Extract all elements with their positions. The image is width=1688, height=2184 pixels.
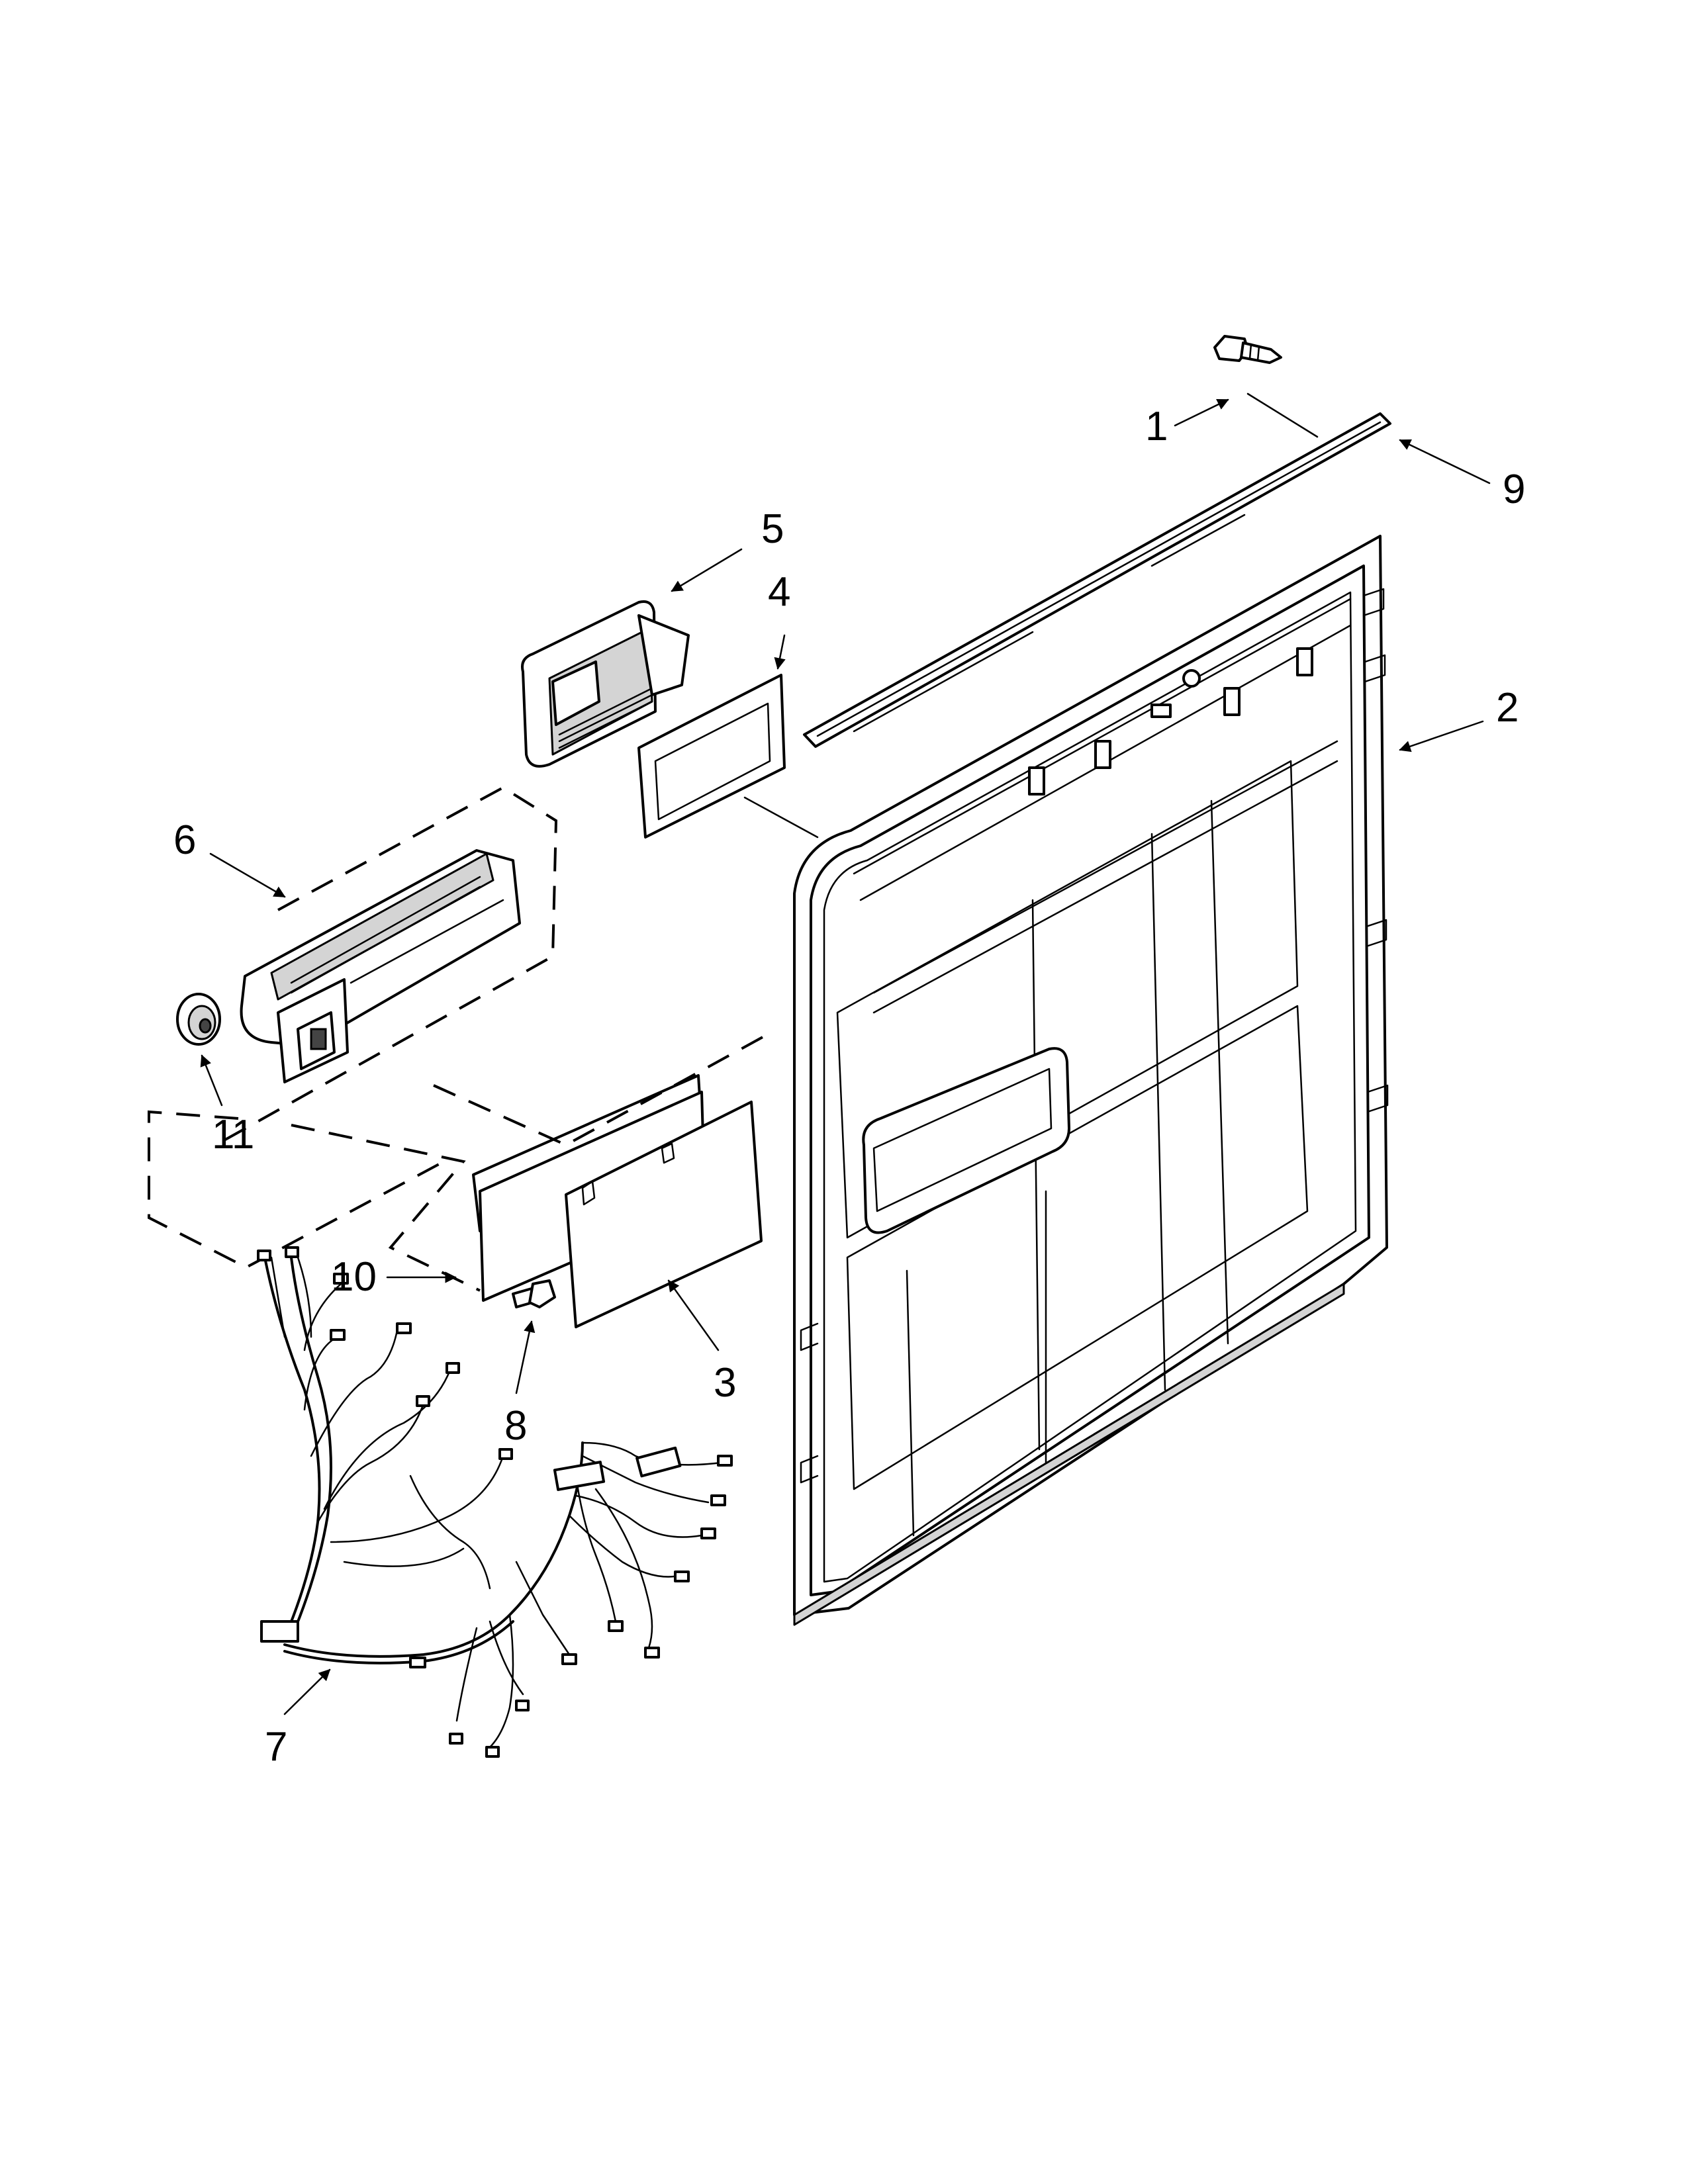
callout-7: 7 — [265, 1668, 331, 1770]
part-7-wire-harness — [257, 1246, 733, 1758]
callout-7-label: 7 — [265, 1724, 287, 1770]
part-9-top-trim-strip — [803, 412, 1391, 748]
callout-9: 9 — [1399, 439, 1525, 512]
callout-4-label: 4 — [768, 569, 790, 615]
callout-4: 4 — [768, 569, 790, 670]
callout-6-label: 6 — [173, 817, 196, 863]
part-3-control-board-and-cover — [472, 1074, 763, 1328]
part-6-control-housing — [148, 786, 558, 1269]
part-2-inner-door-panel — [793, 535, 1389, 1626]
callout-11-label: 11 — [212, 1112, 254, 1158]
callout-5-label: 5 — [761, 506, 784, 552]
callout-6: 6 — [173, 817, 286, 898]
callout-1-label: 1 — [1145, 404, 1168, 449]
part-11-knob — [176, 993, 221, 1046]
callout-11: 11 — [200, 1054, 254, 1158]
callout-8-label: 8 — [504, 1403, 527, 1449]
callout-2: 2 — [1399, 685, 1519, 752]
assembly-leader-lines — [291, 392, 1319, 1292]
part-5-dispenser-housing — [521, 600, 690, 768]
part-1-screw — [1213, 335, 1282, 364]
callout-8: 8 — [504, 1320, 536, 1449]
callout-3-label: 3 — [714, 1360, 736, 1406]
callout-10-label: 10 — [331, 1254, 377, 1300]
callout-9-label: 9 — [1503, 467, 1525, 512]
callout-2-label: 2 — [1496, 685, 1519, 731]
part-8-screw — [512, 1279, 556, 1308]
part-4-dispenser-gasket — [637, 674, 786, 839]
callout-1: 1 — [1145, 398, 1229, 449]
callout-5: 5 — [671, 506, 784, 592]
callout-10: 10 — [331, 1254, 457, 1300]
callout-3: 3 — [667, 1279, 736, 1406]
